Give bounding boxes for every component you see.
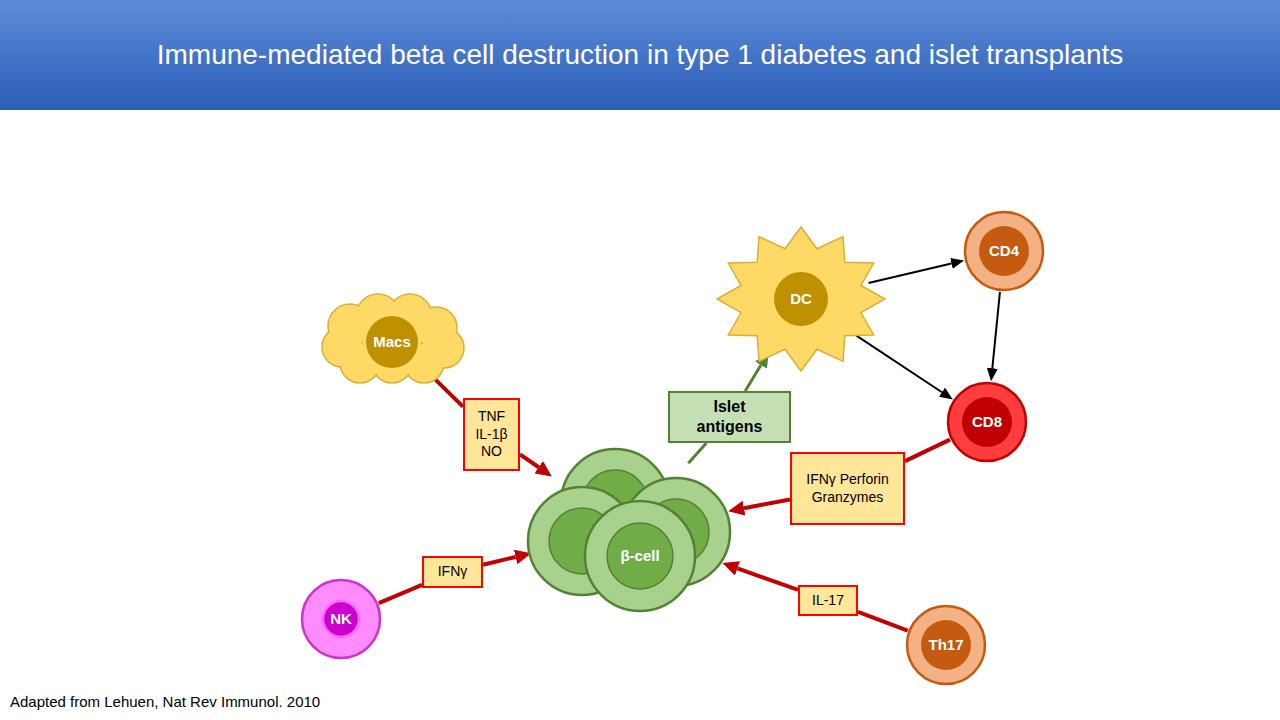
cell-label: DC [751, 290, 851, 308]
beta-cell [585, 501, 695, 611]
arrow-connector [992, 292, 1000, 368]
arrow-connector [856, 336, 942, 393]
arrow-connector [379, 585, 422, 603]
cytokine-box: IL-17 [798, 585, 858, 616]
arrow-connector [483, 557, 516, 565]
cytokine-box: TNF IL-1β NO [463, 398, 520, 471]
arrow-connector [868, 263, 951, 283]
box-label: IFNγ Perforin Granzymes [806, 471, 890, 506]
cell-shape [524, 445, 734, 615]
box-label: IFNγ [438, 563, 468, 581]
cell-label: β-cell [590, 547, 690, 565]
beta-cell-cluster: β-cell [524, 445, 734, 615]
box-label: Islet antigens [688, 397, 772, 437]
arrow-connector [905, 440, 950, 461]
arrow-connector [432, 376, 463, 406]
star-outline [717, 227, 885, 371]
cytokine-box: IFNγ [422, 556, 483, 588]
title-band [0, 0, 1280, 110]
arrow-connector [745, 365, 761, 391]
cloud-fill [323, 328, 361, 366]
box-label: IL-17 [812, 592, 844, 610]
cell-label: Th17 [896, 636, 996, 654]
arrow-connector [688, 443, 706, 463]
box-label: TNF IL-1β NO [470, 408, 514, 461]
dendritic-cell: DC [716, 226, 886, 372]
nk-cell: NK [300, 578, 382, 660]
cell-label: CD8 [937, 413, 1037, 431]
cytokine-box: IFNγ Perforin Granzymes [790, 452, 905, 525]
arrow-connector [737, 568, 798, 589]
cell-label: CD4 [954, 242, 1054, 260]
slide-title: Immune-mediated beta cell destruction in… [0, 0, 1280, 110]
cell-membrane [585, 501, 695, 611]
arrow-connector [858, 612, 908, 631]
t-cell: CD8 [946, 381, 1028, 463]
arrow-connector [744, 499, 790, 508]
t-cell: CD4 [963, 210, 1045, 292]
arrow-connector [520, 454, 539, 467]
antigen-box: Islet antigens [668, 391, 791, 443]
t-cell: Th17 [905, 604, 987, 686]
cell-label: Macs [342, 333, 442, 351]
cell-label: NK [291, 610, 391, 628]
macrophage-cell: Macs [320, 293, 466, 383]
source-caption: Adapted from Lehuen, Nat Rev Immunol. 20… [10, 693, 320, 710]
